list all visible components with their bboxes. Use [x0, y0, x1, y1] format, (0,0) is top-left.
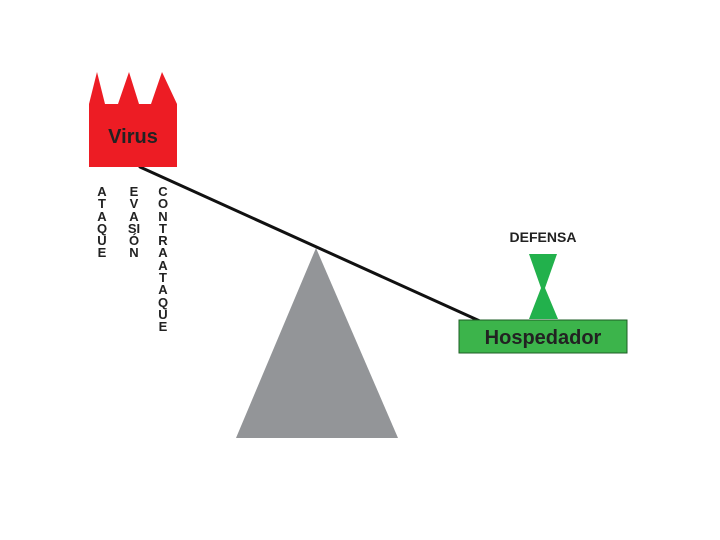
strategy-ataque: ATAQUE	[96, 184, 108, 261]
fulcrum-triangle	[236, 248, 398, 438]
host-label: Hospedador	[485, 327, 602, 349]
virus-shape	[89, 72, 177, 167]
defense-label: DEFENSA	[510, 229, 577, 245]
virus-label: Virus	[108, 126, 158, 148]
defense-hourglass-icon	[529, 254, 558, 319]
balance-beam	[138, 165, 484, 324]
strategy-contraataque: CONTRAATAQUE	[157, 184, 169, 335]
strategy-evasion: EVASIÓN	[127, 184, 141, 261]
host-box	[458, 319, 628, 354]
